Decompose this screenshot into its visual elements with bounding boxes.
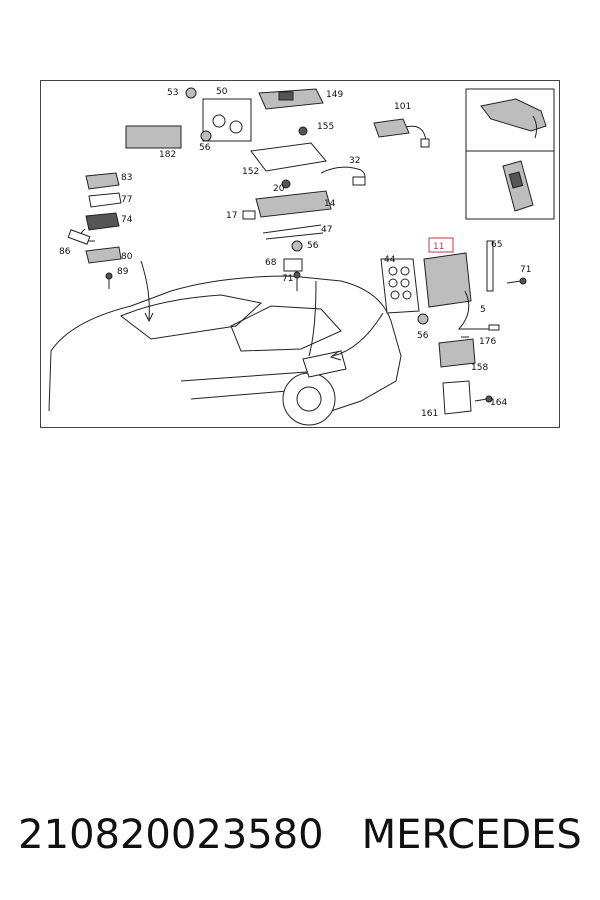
parts-diagram: 53 50 149 101 155 182 56 152 32 83 77 20… (40, 80, 560, 428)
part-83-pad (85, 172, 120, 190)
part-155-screw (298, 126, 308, 136)
part-17-clip (242, 210, 256, 220)
callout-71-a: 71 (282, 274, 293, 284)
callout-176: 176 (479, 337, 496, 347)
part-56-nut-2 (291, 240, 303, 252)
callout-152: 152 (242, 167, 259, 177)
part-47-rail (262, 224, 324, 240)
arrow-roof-module (140, 260, 150, 320)
part-44-bracket (380, 258, 420, 314)
callout-14: 14 (324, 199, 336, 209)
callout-164: 164 (490, 398, 507, 408)
brand-name: MERCEDES (361, 812, 582, 858)
handset-cradle-shape (480, 98, 547, 132)
part-14-panel (255, 190, 332, 218)
callout-5: 5 (480, 305, 486, 315)
part-80-lens (85, 246, 122, 264)
callout-101: 101 (394, 102, 411, 112)
part-caption: 210820023580 MERCEDES (0, 800, 600, 870)
part-5-cable (457, 290, 489, 330)
callout-11: 11 (433, 242, 444, 252)
callout-86: 86 (59, 247, 71, 257)
part-53-screw (185, 87, 197, 99)
part-65-bracket (486, 240, 494, 292)
callout-44: 44 (384, 255, 396, 265)
part-56-nut (200, 130, 212, 142)
part-77-cover (88, 192, 122, 208)
callout-50: 50 (216, 87, 228, 97)
callout-149: 149 (326, 90, 343, 100)
callout-158: 158 (471, 363, 488, 373)
part-101-module (373, 118, 410, 138)
callout-74: 74 (121, 215, 133, 225)
callout-20: 20 (273, 184, 285, 194)
cradle-cable (532, 115, 538, 139)
part-56-nut-3 (417, 313, 429, 325)
part-89-screw (105, 272, 113, 280)
part-158-module (438, 338, 476, 368)
part-152-tray (250, 142, 327, 172)
arrow-console (308, 280, 317, 357)
callout-182: 182 (159, 150, 176, 160)
callout-56-c: 56 (417, 331, 429, 341)
callout-56: 56 (199, 143, 211, 153)
part-182-module (125, 125, 182, 149)
part-161-module (442, 380, 472, 415)
callout-161: 161 (421, 409, 438, 419)
part-11-highlight-box (428, 237, 454, 253)
part-74-module (85, 212, 120, 231)
part-71-screw-2 (506, 280, 522, 284)
handset-screen (508, 171, 524, 189)
part-164-screw (474, 398, 488, 402)
callout-56-b: 56 (307, 241, 319, 251)
part-11-control-unit (423, 252, 472, 308)
callout-65: 65 (491, 240, 502, 250)
car-rear-wheel (282, 372, 336, 426)
callout-17: 17 (226, 211, 237, 221)
callout-32: 32 (349, 156, 360, 166)
diagram-svg: 53 50 149 101 155 182 56 152 32 83 77 20… (48, 87, 555, 426)
arrow-trunk (332, 312, 384, 357)
callout-83: 83 (121, 173, 132, 183)
car-side-windows (230, 305, 342, 352)
car-body-outline (48, 275, 402, 412)
part-68-bracket (283, 258, 303, 272)
callout-68: 68 (265, 258, 277, 268)
car-windshield (120, 294, 263, 340)
part-86-connector (67, 229, 91, 245)
callout-80: 80 (121, 252, 133, 262)
callout-71-b: 71 (520, 265, 531, 275)
callout-53: 53 (167, 88, 178, 98)
part-20-clip (281, 179, 291, 189)
callout-89: 89 (117, 267, 129, 277)
callout-155: 155 (317, 122, 334, 132)
callout-47: 47 (321, 225, 332, 235)
callout-77: 77 (121, 195, 132, 205)
car-rear-hub (296, 386, 322, 412)
part-number: 210820023580 (18, 812, 324, 858)
car-trunk-module (302, 350, 347, 378)
